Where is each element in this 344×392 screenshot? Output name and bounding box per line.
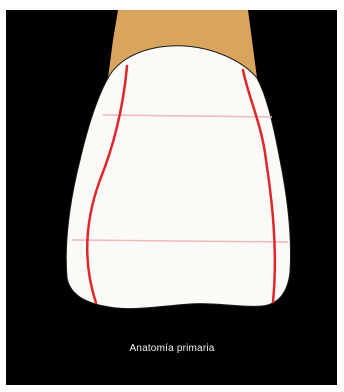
caption-label: Anatomía primaria [0, 343, 344, 354]
